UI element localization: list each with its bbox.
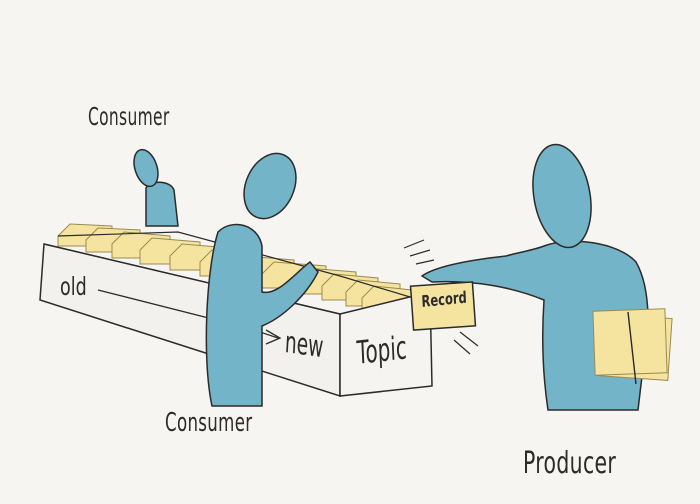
- consumer-bottom-head: [243, 152, 297, 220]
- producer-head: [532, 143, 592, 249]
- consumer-top-head: [133, 148, 159, 188]
- topic-label: Topic: [356, 328, 408, 372]
- arrow-head-icon: [265, 329, 282, 345]
- topic-box: [39, 243, 433, 398]
- producer-body: [420, 240, 649, 411]
- record-card: [409, 281, 477, 331]
- consumer-top-label: Consumer: [88, 102, 170, 131]
- consumer-bottom-body: [205, 223, 319, 407]
- topic-box-end: [339, 291, 433, 397]
- consumer-top-body: [145, 181, 179, 227]
- producer-card-stack: [592, 308, 673, 381]
- old-label: old: [60, 272, 87, 301]
- producer-figure: [420, 143, 673, 411]
- producer-arm-over-stack: [627, 311, 637, 385]
- new-label: new: [284, 325, 325, 366]
- motion-lines: [403, 239, 479, 355]
- consumer-figure-top: [133, 148, 179, 227]
- consumer-bottom-label: Consumer: [165, 408, 253, 438]
- producer-label: Producer: [523, 446, 617, 481]
- consumer-figure-bottom: [205, 152, 319, 407]
